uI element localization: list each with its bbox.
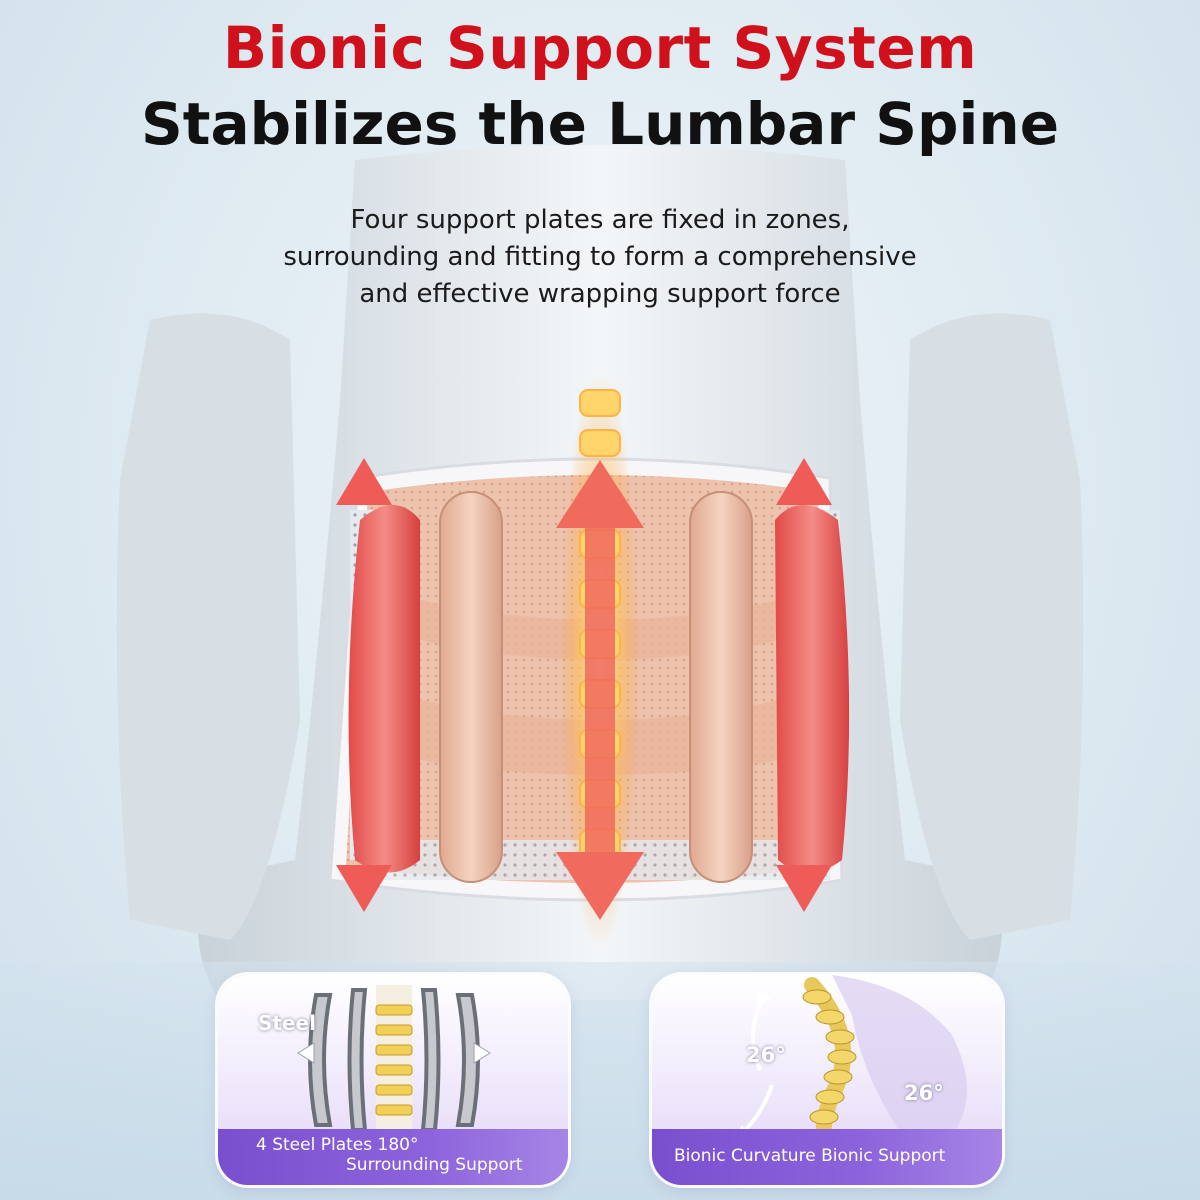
steel-footer-line-1: 4 Steel Plates 180° (256, 1135, 419, 1155)
curvature-footer-text: Bionic Curvature Bionic Support (674, 1146, 946, 1166)
steel-footer-line-2: Surrounding Support (346, 1155, 523, 1175)
description-line-2: surrounding and fitting to form a compre… (283, 242, 917, 272)
curvature-card-footer: Bionic Curvature Bionic Support (652, 1129, 1002, 1185)
angle-label-lower: 26° (904, 1081, 944, 1105)
feature-card-steel-plates: Steel 4 Steel Plates 180° Surrounding Su… (218, 975, 568, 1185)
angle-label-upper: 26° (746, 1043, 786, 1067)
feature-card-bionic-curvature: 26° 26° Bionic Curvature Bionic Support (652, 975, 1002, 1185)
feature-panel-background (0, 962, 1200, 1200)
description-line-1: Four support plates are fixed in zones, (350, 205, 850, 235)
description-line-3: and effective wrapping support force (359, 279, 841, 309)
description-text: Four support plates are fixed in zones, … (250, 202, 950, 313)
steel-tag: Steel (258, 1011, 316, 1035)
headline-secondary: Stabilizes the Lumbar Spine (140, 90, 1060, 158)
headline-primary: Bionic Support System (222, 14, 978, 82)
steel-card-footer: 4 Steel Plates 180° Surrounding Support (218, 1129, 568, 1185)
steel-plates-graphic (297, 985, 491, 1135)
